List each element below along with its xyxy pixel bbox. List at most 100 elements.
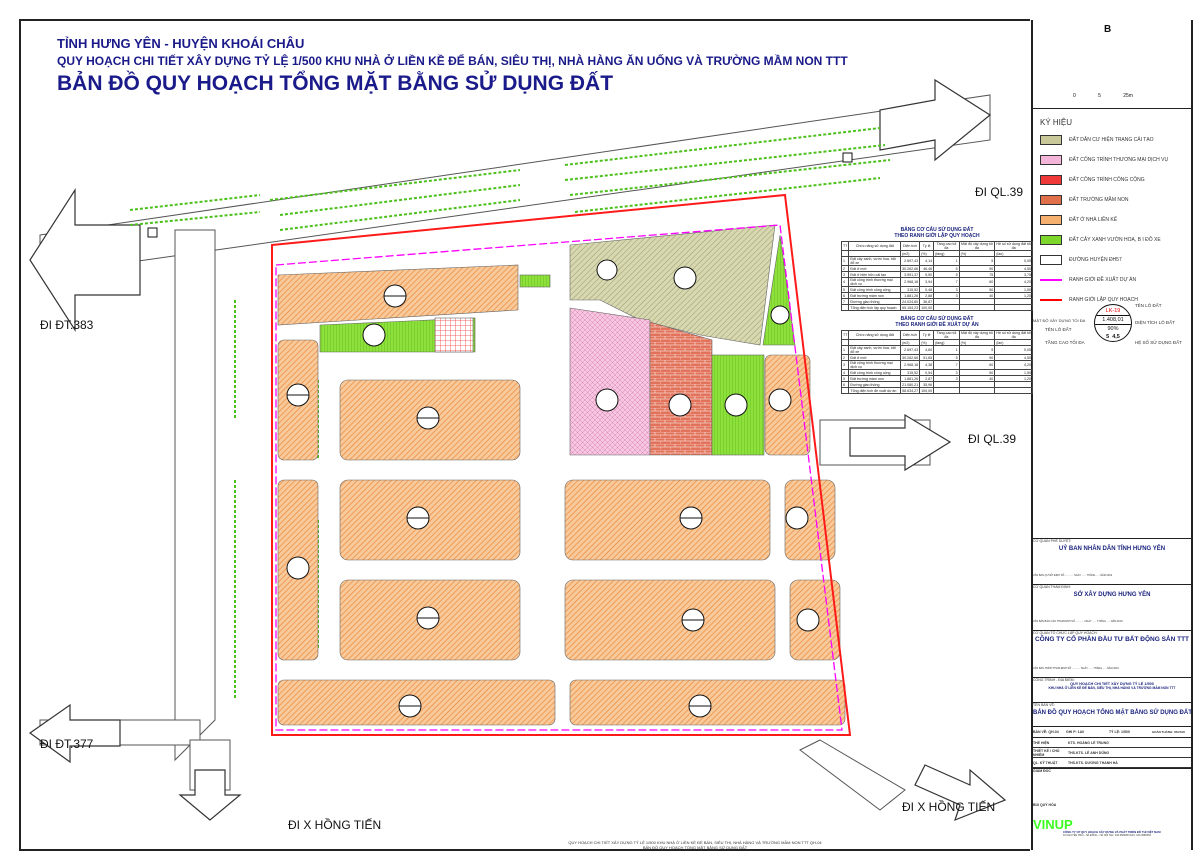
key-floors: TẦNG CAO TỐI ĐA xyxy=(1045,340,1085,345)
table-cell: 7 xyxy=(933,360,960,370)
table-cell: Đất công trình thương mại dịch vụ xyxy=(848,277,902,287)
legend-title: KÝ HIỆU xyxy=(1040,118,1073,127)
project-line2: KHU NHÀ Ở LIỀN KỀ ĐỂ BÁN, SIÊU THỊ, NHÀ … xyxy=(1048,686,1176,690)
table-header: Hệ số sử dụng đất tối đa xyxy=(994,241,1033,251)
role-label: THIẾT KẾ / CHỦ NHIỆM xyxy=(1033,748,1060,757)
table-cell: 60 xyxy=(958,360,996,370)
table-subtitle: THEO RANH GIỚI LẬP QUY HOẠCH xyxy=(894,233,980,239)
approval-block: CƠ QUAN PHÊ DUYỆT: UỶ BAN NHÂN DÂN TỈNH … xyxy=(1033,538,1191,583)
table-cell: 4,38 xyxy=(919,360,935,370)
arrow-hongtien-left xyxy=(178,769,242,821)
sheet-date: HOÀN THÀNH: 05/2019 xyxy=(1152,729,1185,734)
table-header: Tầng cao tối đa xyxy=(933,241,960,251)
table-cell: 0,05 xyxy=(994,256,1033,266)
table-cell: 100,00 xyxy=(919,387,935,394)
table-cell: 1 xyxy=(933,256,960,266)
role-label: THỂ HIỆN xyxy=(1033,740,1050,745)
table-cell: 7 xyxy=(933,277,960,287)
table-cell: 100,00 xyxy=(919,304,935,311)
table-cell xyxy=(840,304,850,311)
key-density: MẬT ĐỘ XÂY DỰNG TỐI ĐA xyxy=(1033,318,1086,323)
legend-item: ĐẤT CÔNG TRÌNH THƯƠNG MẠI DỊCH VỤ xyxy=(1040,155,1168,165)
table-header: TT xyxy=(840,241,850,251)
legend-swatch-icon xyxy=(1040,275,1062,285)
table-cell: 60 xyxy=(958,277,996,287)
table-cell xyxy=(994,304,1033,311)
table-header: Chức năng sử dụng đất xyxy=(848,330,902,340)
table-cell: Đất cây xanh, vườn hoa, bãi đỗ xe xyxy=(848,345,902,355)
project-label: CÔNG TRÌNH - ĐỊA ĐIỂM: xyxy=(1033,678,1075,682)
sheet-size: GHI P: 1A0 xyxy=(1066,729,1085,734)
company-block: VINUP CÔNG TY CP QUY HOẠCH XÂY DỰNG VÀ P… xyxy=(1033,818,1191,840)
table-title: BẢNG CƠ CẤU SỬ DỤNG ĐẤT xyxy=(900,227,974,233)
footer: QUY HOẠCH CHI TIẾT XÂY DỰNG TỶ LỆ 1/500 … xyxy=(215,840,1175,850)
map-frame xyxy=(19,19,1030,851)
legend-label: ĐƯỜNG HUYỆN ĐH57 xyxy=(1069,257,1122,263)
table-header: Tỷ lệ xyxy=(919,330,935,340)
table-header: Tầng cao tối đa xyxy=(933,330,960,340)
approve-label: CƠ QUAN PHÊ DUYỆT: xyxy=(1033,539,1072,543)
arrow-dt377 xyxy=(28,703,121,764)
table-header: Tỷ lệ xyxy=(919,241,935,251)
director-label: GIÁM ĐỐC xyxy=(1033,769,1051,773)
legend-item: ĐẤT Ở NHÀ LIỀN KẾ xyxy=(1040,215,1117,225)
role-person: KTS. HOÀNG LÊ TRUNG xyxy=(1068,740,1109,745)
table-cell: Tổng diện tích lập quy hoạch xyxy=(848,304,902,311)
lot-key-sample: LK-19 1.408,01 90% 5 4,5 xyxy=(1094,304,1132,342)
project-line1: QUY HOẠCH CHI TIẾT XÂY DỰNG TỶ LỆ 1/500 xyxy=(1070,682,1154,686)
legend-item: ĐẤT TRƯỜNG MẦM NON xyxy=(1040,195,1129,205)
table-cell: 5 xyxy=(958,256,996,266)
project-title: QUY HOẠCH CHI TIẾT XÂY DỰNG TỶ LỆ 1/500 … xyxy=(57,54,848,68)
drawing-name: BẢN ĐỒ QUY HOẠCH TỔNG MẶT BẰNG SỬ DỤNG Đ… xyxy=(1033,710,1192,716)
legend-swatch-icon xyxy=(1040,195,1062,205)
key-lot-name-right: TÊN LÔ ĐẤT xyxy=(1135,303,1162,308)
north-label: B xyxy=(1104,24,1112,35)
scale-0: 0 xyxy=(1073,93,1076,99)
table-cell: 2.968,18 xyxy=(900,360,921,370)
side-panel xyxy=(1031,20,1193,850)
footer-line1: QUY HOẠCH CHI TIẾT XÂY DỰNG TỶ LỆ 1/500 … xyxy=(568,840,822,845)
sheet-info: BẢN VẼ: QH-04 GHI P: 1A0 TỶ LỆ: 1/500 HO… xyxy=(1033,726,1191,736)
legend-swatch-icon xyxy=(1040,235,1062,245)
table-cell: 1 xyxy=(840,345,850,355)
table-cell: 2.697,43 xyxy=(900,256,921,266)
table-cell: 1 xyxy=(840,256,850,266)
organizer-block: CƠ QUAN TỔ CHỨC LẬP QUY HOẠCH: CÔNG TY C… xyxy=(1033,630,1191,676)
sample-floors: 5 4,5 xyxy=(1106,334,1120,340)
sheet-scale: TỶ LỆ: 1/500 xyxy=(1109,729,1130,734)
table-cell: 4,60 xyxy=(919,345,935,355)
public-facility xyxy=(434,317,474,353)
legend-item: ĐẤT CÔNG TRÌNH CÔNG CỘNG xyxy=(1040,175,1145,185)
table-header: Chức năng sử dụng đất xyxy=(848,241,902,251)
table-header: Hệ số sử dụng đất tối đa xyxy=(994,330,1033,340)
lot-labels xyxy=(286,259,820,718)
table-header: Mật độ xây dựng tối đa xyxy=(958,330,996,340)
table-cell: Đất công trình thương mại dịch vụ xyxy=(848,360,902,370)
legend-swatch-icon xyxy=(1040,255,1062,265)
table-subtitle: THEO RANH GIỚI ĐỀ XUẤT DỰ ÁN xyxy=(895,322,979,328)
table-cell xyxy=(958,304,996,311)
road-dh57-markers xyxy=(147,152,853,238)
project-boundary xyxy=(275,224,843,731)
sample-density: 90% xyxy=(1095,324,1131,333)
project-block: CÔNG TRÌNH - ĐỊA ĐIỂM: QUY HOẠCH CHI TIẾ… xyxy=(1033,677,1191,699)
table-cell xyxy=(994,387,1033,394)
company-logo: VINUP xyxy=(1033,817,1073,832)
lots xyxy=(277,224,846,726)
role-row: THỂ HIỆN KTS. HOÀNG LÊ TRUNG xyxy=(1033,738,1191,748)
table-header: Diện tích xyxy=(900,241,921,251)
sheet-number: BẢN VẼ: QH-04 xyxy=(1033,729,1059,734)
legend-label: ĐẤT TRƯỜNG MẦM NON xyxy=(1069,197,1129,203)
legend-label: ĐẤT CÔNG TRÌNH THƯƠNG MẠI DỊCH VỤ xyxy=(1069,157,1169,163)
approve-note: VĂN BẢN QUYẾT ĐỊNH SỐ ............ NGÀY … xyxy=(1033,574,1113,577)
org-note: VĂN BẢN TRÌNH THẨM ĐỊNH SỐ ............ … xyxy=(1033,667,1119,670)
role-person: THS.KTS. DƯƠNG THANH HÀ xyxy=(1068,760,1118,765)
legend-label: ĐẤT CÔNG TRÌNH CÔNG CỘNG xyxy=(1069,177,1145,183)
province-label: TỈNH HƯNG YÊN - HUYỆN KHOÁI CHÂU xyxy=(57,36,305,51)
